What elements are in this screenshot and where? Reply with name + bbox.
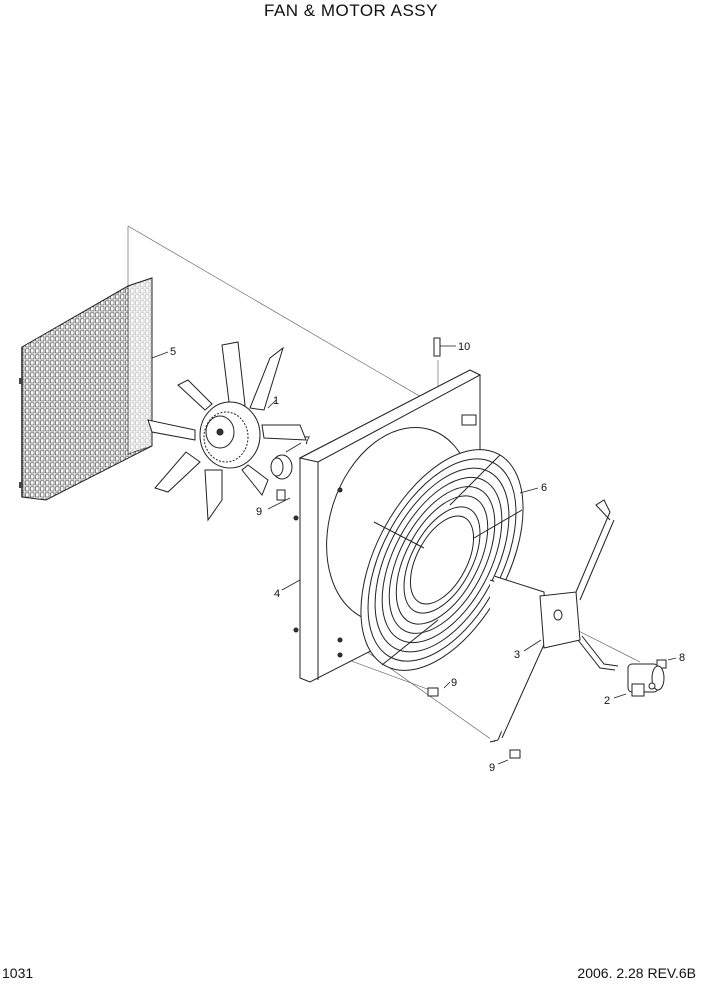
callout-3: 3 [514,649,520,661]
cooling-fan [147,341,307,522]
leader-lines [151,345,677,765]
motor-bracket [489,499,619,743]
callout-7: 7 [304,435,310,447]
page-number: 1031 [2,965,34,981]
callout-2: 2 [604,695,610,707]
callout-1: 1 [273,395,279,407]
callout-5: 5 [170,346,176,358]
callout-10: 10 [458,341,470,353]
page-title: FAN & MOTOR ASSY [264,1,438,20]
revision-date: 2006. 2.28 REV.6B [577,965,696,981]
radiator-guard [19,277,153,501]
callout-9-shroud: 9 [451,677,457,689]
callout-9-bracket: 9 [489,762,495,774]
callout-9-hub: 9 [256,506,262,518]
fan-hub [270,454,293,480]
callout-6: 6 [541,482,547,494]
fan-guard-rings [360,449,524,671]
fan-motor [627,663,665,697]
callout-4: 4 [274,588,280,600]
callout-8: 8 [679,652,685,664]
bolts [276,337,667,759]
